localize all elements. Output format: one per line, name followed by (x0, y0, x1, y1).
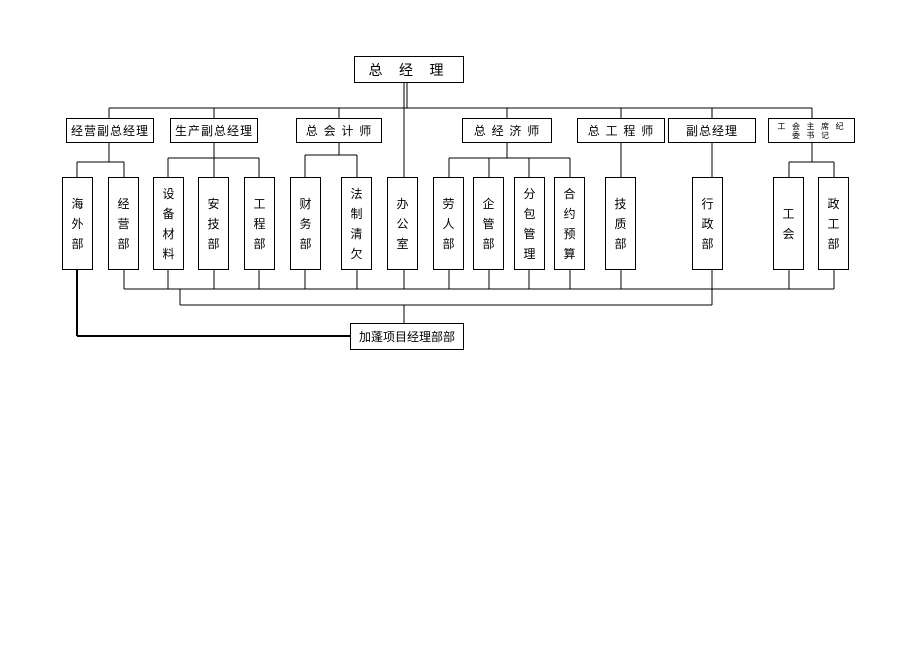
dept-label-jingying: 经营部 (117, 196, 130, 251)
dept-label-shebei: 设备材料 (162, 186, 175, 261)
dept-label-laoren: 劳人部 (442, 196, 455, 251)
dept-box-gonghui: 工会 (773, 177, 804, 270)
dept-label-xingzheng: 行政部 (701, 196, 714, 251)
second-level-box-ghzx: 工 会 主 席 纪 委 书 记 (768, 118, 855, 143)
dept-box-zhenggong: 政工部 (818, 177, 849, 270)
dept-box-shebei: 设备材料 (153, 177, 184, 270)
second-level-box-zkjs: 总 会 计 师 (296, 118, 382, 143)
second-level-box-zgcs: 总 工 程 师 (577, 118, 665, 143)
second-level-box-scfz: 生产副总经理 (170, 118, 258, 143)
dept-label-gonghui: 工会 (782, 206, 795, 241)
dept-label-bangong: 办公室 (396, 196, 409, 251)
dept-label-fenbao: 分包管理 (523, 186, 536, 261)
dept-label-jizhi: 技质部 (614, 196, 627, 251)
dept-box-jingying: 经营部 (108, 177, 139, 270)
dept-box-heyue: 合约预算 (554, 177, 585, 270)
second-level-box-jyfz: 经营副总经理 (66, 118, 154, 143)
dept-label-qiguan: 企管部 (482, 196, 495, 251)
dept-box-xingzheng: 行政部 (692, 177, 723, 270)
dept-box-bangong: 办公室 (387, 177, 418, 270)
dept-label-heyue: 合约预算 (563, 186, 576, 261)
dept-box-anji: 安技部 (198, 177, 229, 270)
dept-label-caiwu: 财务部 (299, 196, 312, 251)
dept-box-fazhi: 法制清欠 (341, 177, 372, 270)
dept-label-zhenggong: 政工部 (827, 196, 840, 251)
second-level-box-fzjl: 副总经理 (668, 118, 756, 143)
gabon-project-dept-box: 加蓬项目经理部部 (350, 323, 464, 350)
dept-box-laoren: 劳人部 (433, 177, 464, 270)
second-level-box-zjjs: 总 经 济 师 (462, 118, 552, 143)
dept-box-caiwu: 财务部 (290, 177, 321, 270)
dept-box-gongcheng: 工程部 (244, 177, 275, 270)
dept-box-haiwai: 海外部 (62, 177, 93, 270)
dept-label-fazhi: 法制清欠 (350, 186, 363, 261)
dept-label-anji: 安技部 (207, 196, 220, 251)
dept-box-qiguan: 企管部 (473, 177, 504, 270)
dept-label-gongcheng: 工程部 (253, 196, 266, 251)
dept-box-fenbao: 分包管理 (514, 177, 545, 270)
general-manager-box: 总 经 理 (354, 56, 464, 83)
dept-box-jizhi: 技质部 (605, 177, 636, 270)
dept-label-haiwai: 海外部 (71, 196, 84, 251)
